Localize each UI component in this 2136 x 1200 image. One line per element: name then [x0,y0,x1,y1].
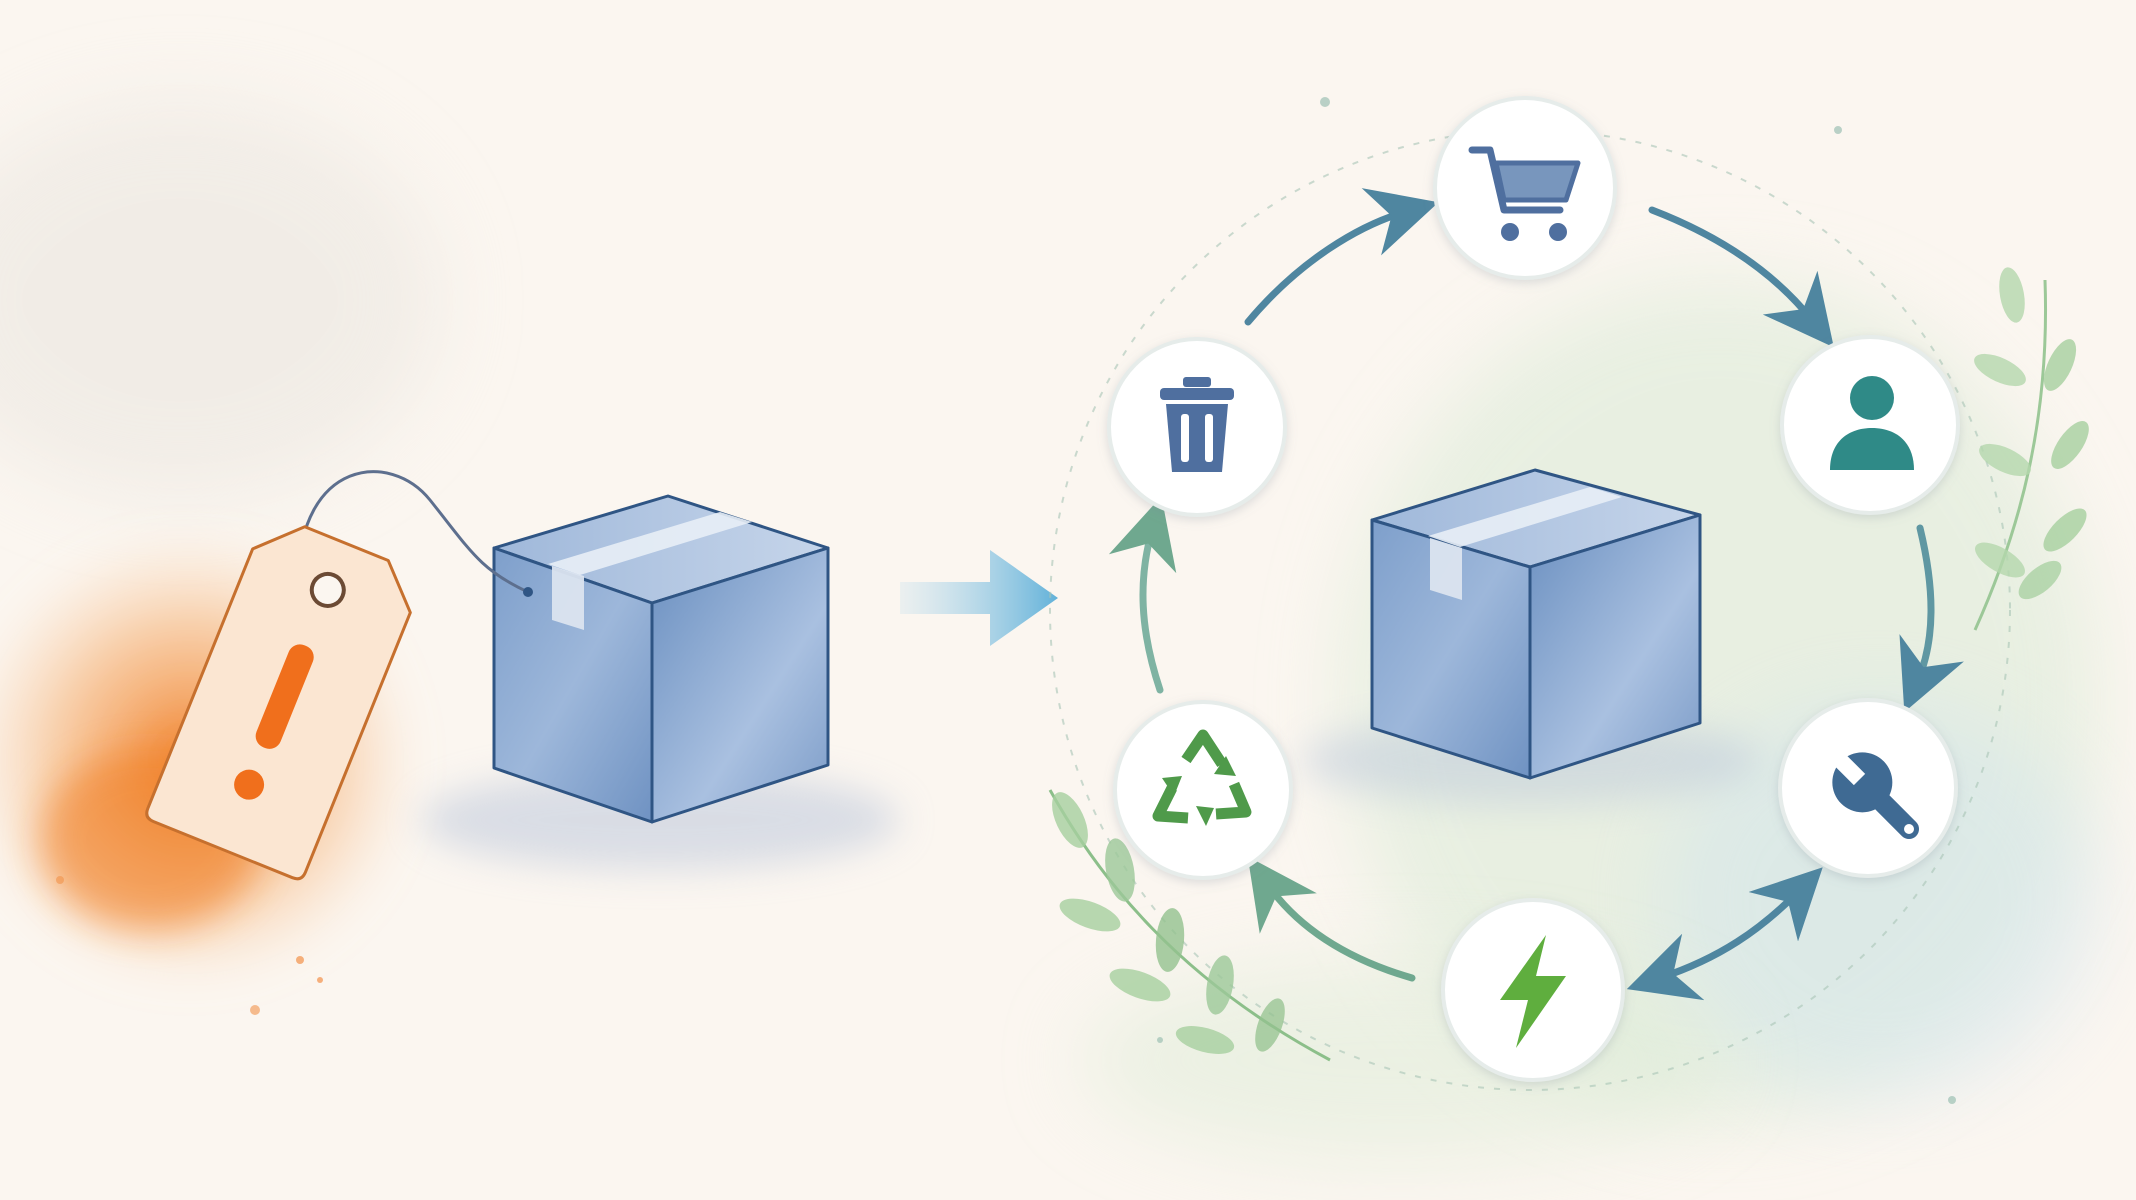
decor-dots [1157,97,1956,1104]
left-box [492,494,830,824]
node-user [1780,335,1960,515]
arrow-right-icon [900,550,1058,646]
recycle-icon [1152,729,1252,826]
tag-string-knot [523,587,533,597]
node-dispose [1107,337,1287,517]
user-icon [1830,376,1914,470]
leaves-left [1048,789,1331,1062]
wrench-icon [1829,749,1920,840]
trash-icon [1160,377,1234,472]
cycle-arrows [1108,188,1964,1001]
leaves-right [1973,267,2089,631]
node-repair [1778,698,1958,878]
node-buy [1433,96,1617,280]
lightning-icon [1500,935,1566,1048]
warning-tag [145,525,412,881]
node-energy [1441,898,1625,1082]
node-recycle [1113,700,1293,880]
tag-string [296,470,529,594]
center-box [1370,468,1702,780]
exclamation-icon [234,644,314,800]
shopping-cart-icon [1468,146,1581,241]
